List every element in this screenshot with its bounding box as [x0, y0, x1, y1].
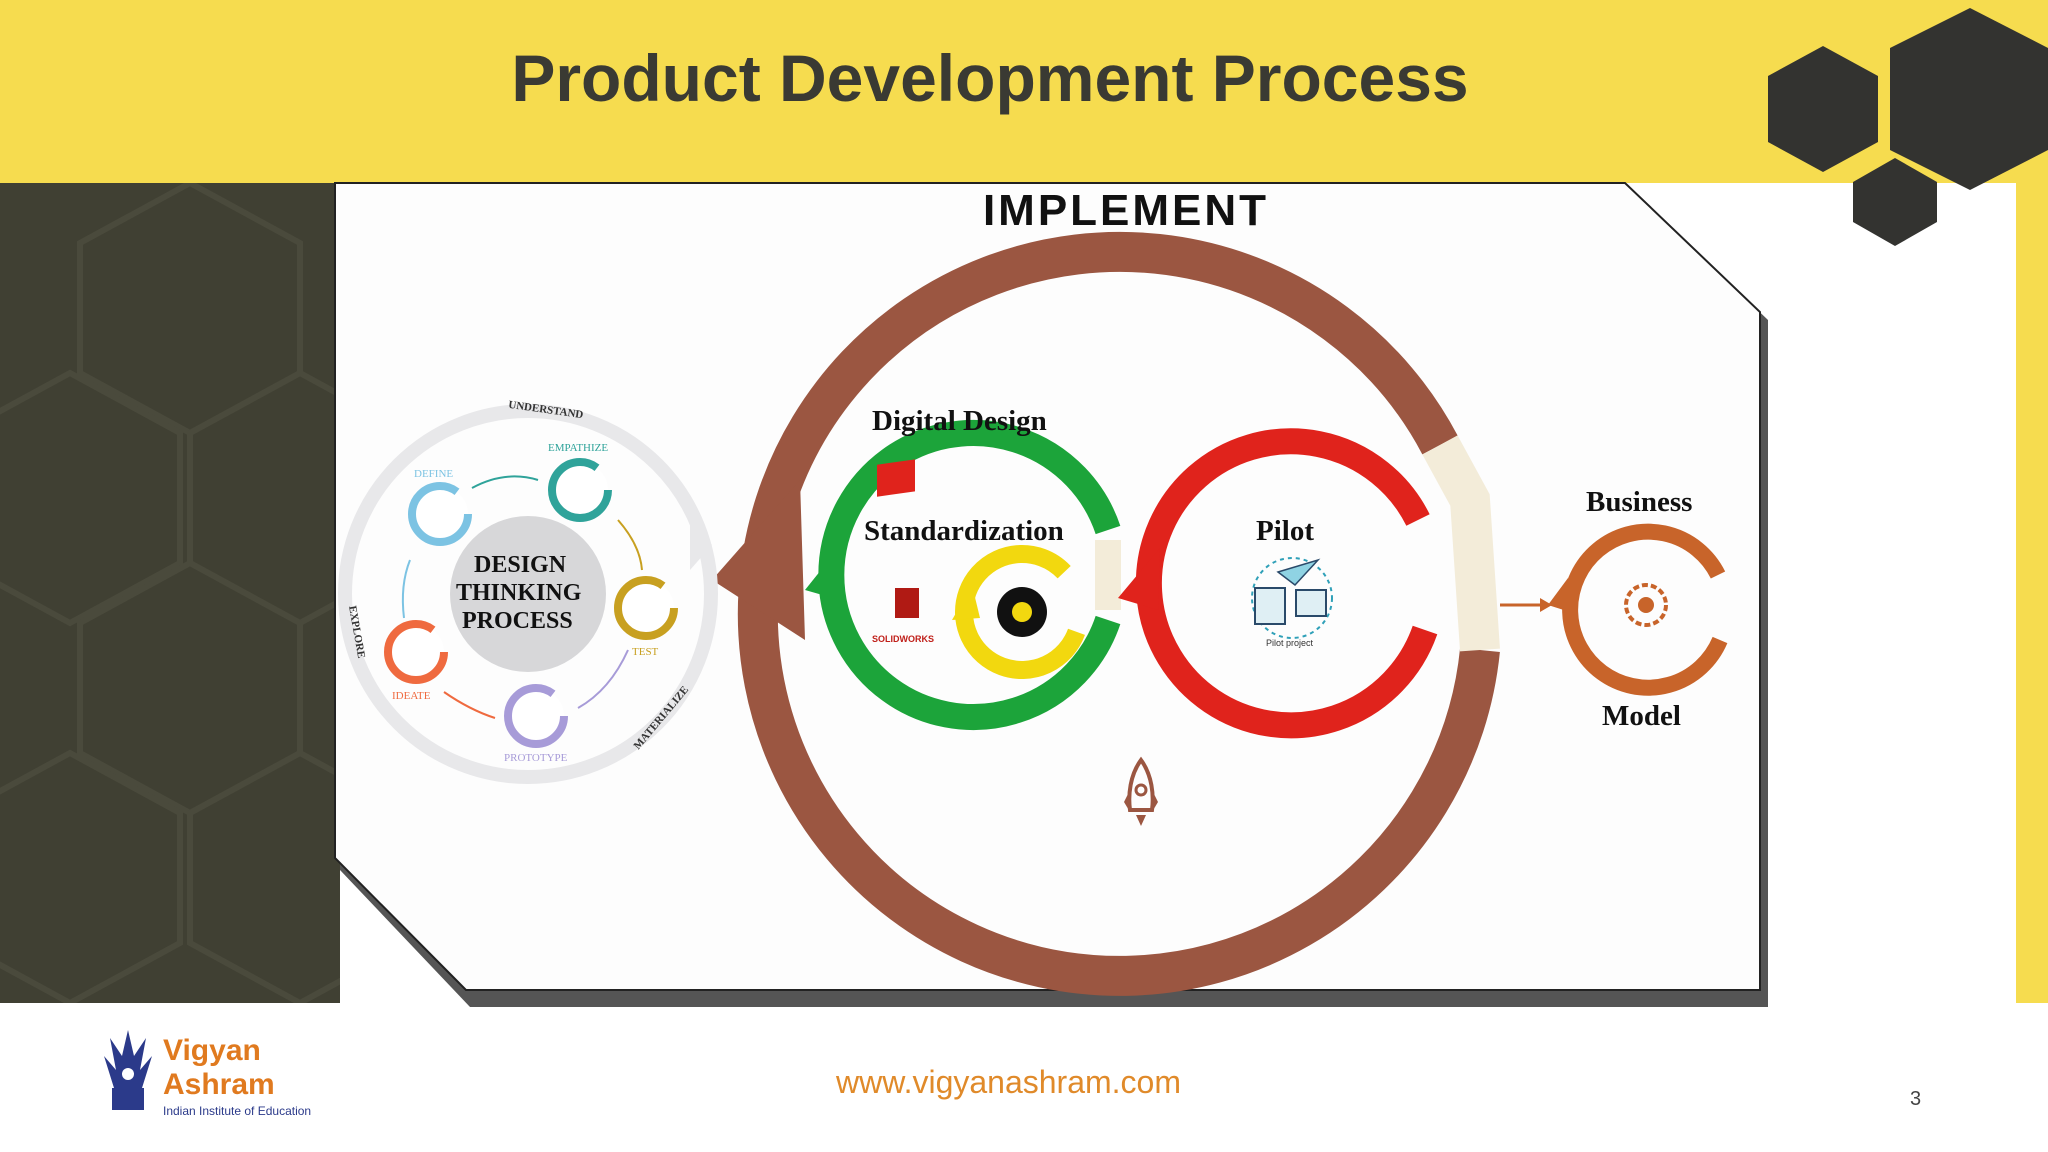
rocket-icon: [1124, 756, 1158, 826]
define-icon: [408, 482, 472, 546]
gear-dollar-icon: [1624, 583, 1668, 627]
implement-arrowhead-icon: [712, 480, 805, 640]
prototype-icon: [504, 684, 568, 748]
design-thinking-cycle: [338, 404, 718, 784]
logo-line2: Ashram: [163, 1068, 275, 1101]
solidworks-logo-icon: [877, 459, 919, 618]
business-label: Business: [1586, 486, 1693, 518]
stage-label-ideate: IDEATE: [392, 690, 431, 702]
logo-line1: Vigyan: [163, 1034, 261, 1067]
logo-subtitle: Indian Institute of Education: [163, 1104, 312, 1118]
page-number: 3: [1910, 1088, 1922, 1110]
stage-label-prototype: PROTOTYPE: [504, 752, 568, 764]
solidworks-label: SOLIDWORKS: [872, 634, 934, 644]
design-thinking-center-line1: DESIGN: [474, 552, 567, 578]
green-arrowhead-icon: [805, 540, 845, 600]
implement-label: IMPLEMENT: [982, 186, 1270, 235]
orange-arrowhead-icon: [1548, 578, 1570, 612]
digital-design-loop: [805, 420, 1121, 730]
yellow-arrowhead-icon: [952, 585, 980, 620]
pilot-loop: [1118, 428, 1438, 739]
pilot-caption: Pilot project: [1266, 638, 1314, 648]
arrow-to-business-icon: [1500, 598, 1552, 612]
pilot-project-icon: [1251, 557, 1333, 639]
stage-label-define: DEFINE: [414, 468, 454, 480]
model-label: Model: [1602, 700, 1681, 732]
stage-label-test: TEST: [632, 646, 659, 658]
standardization-label: Standardization: [864, 515, 1064, 547]
website-link[interactable]: www.vigyanashram.com: [836, 1064, 1181, 1100]
test-icon: [614, 576, 678, 640]
hexagon-pattern-panel: [0, 183, 340, 1003]
standardization-loop: [952, 545, 1089, 679]
stage-label-empathize: EMPATHIZE: [548, 442, 609, 454]
empathize-icon: [548, 458, 612, 522]
vigyan-ashram-logo-icon: [104, 1030, 152, 1110]
ideate-icon: [384, 620, 448, 684]
cycle-arrowhead-icon: [690, 520, 712, 570]
implement-loop: [712, 231, 1500, 996]
red-arrowhead-icon: [1118, 548, 1160, 610]
design-thinking-center-line3: PROCESS: [462, 608, 573, 634]
header-band: [0, 0, 2048, 183]
business-model-loop: [1548, 523, 1728, 696]
pilot-label: Pilot: [1256, 515, 1314, 547]
slide-title: Product Development Process: [511, 41, 1469, 115]
design-thinking-center-line2: THINKING: [456, 580, 582, 606]
digital-design-label: Digital Design: [872, 405, 1047, 437]
